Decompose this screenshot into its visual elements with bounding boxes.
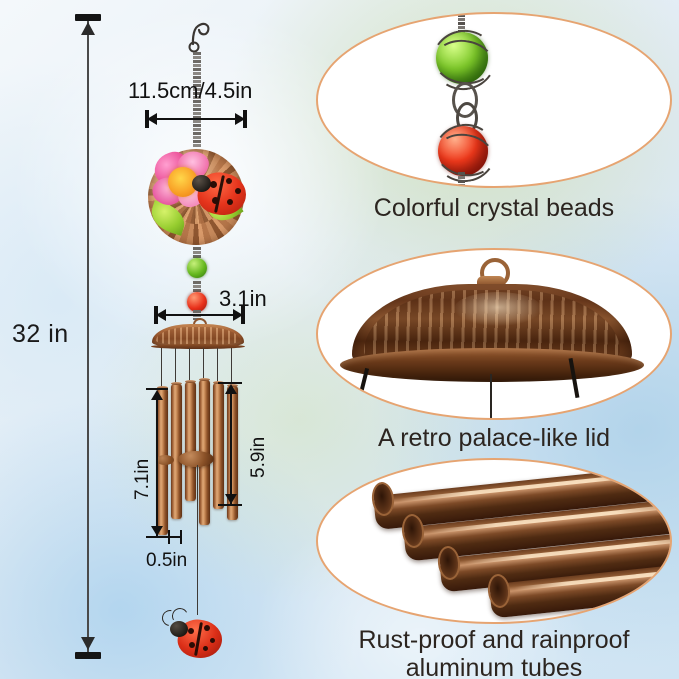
feature-panel-lid: A retro palace-like lid	[316, 248, 672, 458]
feature-panel-tubes: Rust-proof and rainproof aluminum tubes	[316, 458, 672, 679]
dimension-endcap	[241, 306, 245, 324]
dimension-bar	[230, 386, 232, 504]
tube-string	[161, 348, 162, 388]
chime-tube	[185, 382, 196, 501]
red-crystal-bead	[438, 126, 488, 176]
ladybug-head	[170, 621, 188, 637]
tube-string	[189, 348, 190, 382]
ornament-width-label: 11.5cm/4.5in	[128, 78, 253, 103]
bead-art	[348, 14, 588, 186]
short-tube-label: 5.9in	[248, 436, 269, 478]
ladybug-spot	[210, 181, 217, 188]
ladybug-spot	[210, 638, 215, 643]
lid-art	[334, 256, 654, 418]
lower-chain-upper	[193, 247, 201, 265]
dimension-endcap	[146, 536, 168, 538]
green-crystal-bead	[187, 258, 207, 278]
clapper-side	[156, 455, 174, 465]
arrow-up-icon	[225, 384, 237, 394]
ladybug-spot	[227, 199, 233, 205]
feature-caption-beads: Colorful crystal beads	[373, 194, 615, 222]
chime-tube-cap	[199, 378, 210, 381]
arrow-left-icon	[156, 309, 166, 321]
flower-ladybug-ornament	[140, 143, 254, 251]
long-tube-label: 7.1in	[132, 458, 153, 500]
feature-caption-tubes-line1: Rust-proof and rainproof	[358, 626, 630, 654]
arrow-right-icon	[233, 309, 243, 321]
chime-tube-cap	[185, 380, 196, 383]
tube-string	[231, 348, 232, 386]
arrow-left-icon	[147, 113, 157, 125]
ladybug-spot	[226, 178, 232, 184]
arrow-down-icon	[151, 526, 163, 536]
tube-string	[217, 348, 218, 382]
ruler-line	[87, 18, 89, 656]
ladybug-head	[192, 175, 211, 192]
catcher-string	[197, 465, 198, 615]
lid-highlight	[454, 292, 542, 326]
ladybug-wind-catcher	[158, 606, 230, 664]
ladybug-spot	[189, 642, 195, 648]
chime-tube-cap	[157, 386, 168, 389]
bead-chain-top	[458, 14, 465, 36]
lid-rim	[151, 344, 245, 349]
tube-string	[175, 348, 176, 384]
feature-ellipse-tubes	[316, 458, 672, 624]
dimension-bar	[149, 118, 243, 120]
dimension-endcap	[180, 530, 182, 544]
red-crystal-bead	[187, 292, 207, 312]
arrow-right-icon	[235, 113, 245, 125]
arrow-up-icon	[151, 390, 163, 400]
tube-diameter-label: 0.5in	[146, 550, 188, 571]
bead-chain-bottom	[458, 172, 465, 186]
s-hook-icon	[188, 22, 210, 53]
ruler-cap-bottom	[75, 652, 101, 659]
total-height-label: 32 in	[12, 320, 69, 348]
lid-drop-string	[490, 374, 492, 418]
dimension-endcap	[218, 504, 242, 506]
feature-ellipse-beads	[316, 12, 672, 188]
dimension-endcap	[218, 382, 242, 384]
dimension-bar	[156, 392, 158, 536]
ladybug-spot	[188, 628, 194, 634]
feature-panel-beads: Colorful crystal beads	[316, 12, 672, 234]
ruler-cap-top	[75, 14, 101, 21]
feature-caption-lid: A retro palace-like lid	[377, 424, 611, 452]
arrow-down-icon	[225, 494, 237, 504]
dimension-bar	[168, 536, 181, 538]
upper-chain	[193, 52, 201, 148]
lid-brim	[340, 348, 644, 382]
ladybug-spot	[204, 625, 210, 631]
ruler-arrow-up-icon	[81, 22, 95, 35]
feature-ellipse-lid	[316, 248, 672, 420]
ruler-arrow-down-icon	[81, 637, 95, 650]
lower-chain-mid	[193, 281, 201, 299]
ladybug-icon	[192, 168, 250, 220]
feature-caption-tubes-line2: aluminum tubes	[405, 654, 583, 679]
chime-tube-cap	[171, 382, 182, 385]
tubes-art	[318, 460, 670, 622]
lid-ridges	[156, 327, 240, 345]
dimension-endcap	[243, 110, 247, 128]
dimension-bar	[158, 314, 241, 316]
chime-tube	[213, 383, 224, 509]
chime-tube	[171, 384, 182, 519]
ladybug-spot	[203, 646, 208, 651]
tube-string	[203, 348, 204, 380]
clapper-disc	[178, 451, 214, 467]
chime-tube	[227, 386, 238, 520]
wind-chime-lid	[151, 318, 245, 350]
ladybug-spot	[235, 188, 241, 194]
dimension-endcap	[146, 388, 168, 390]
ladybug-spot	[212, 197, 219, 204]
green-crystal-bead	[436, 32, 488, 84]
